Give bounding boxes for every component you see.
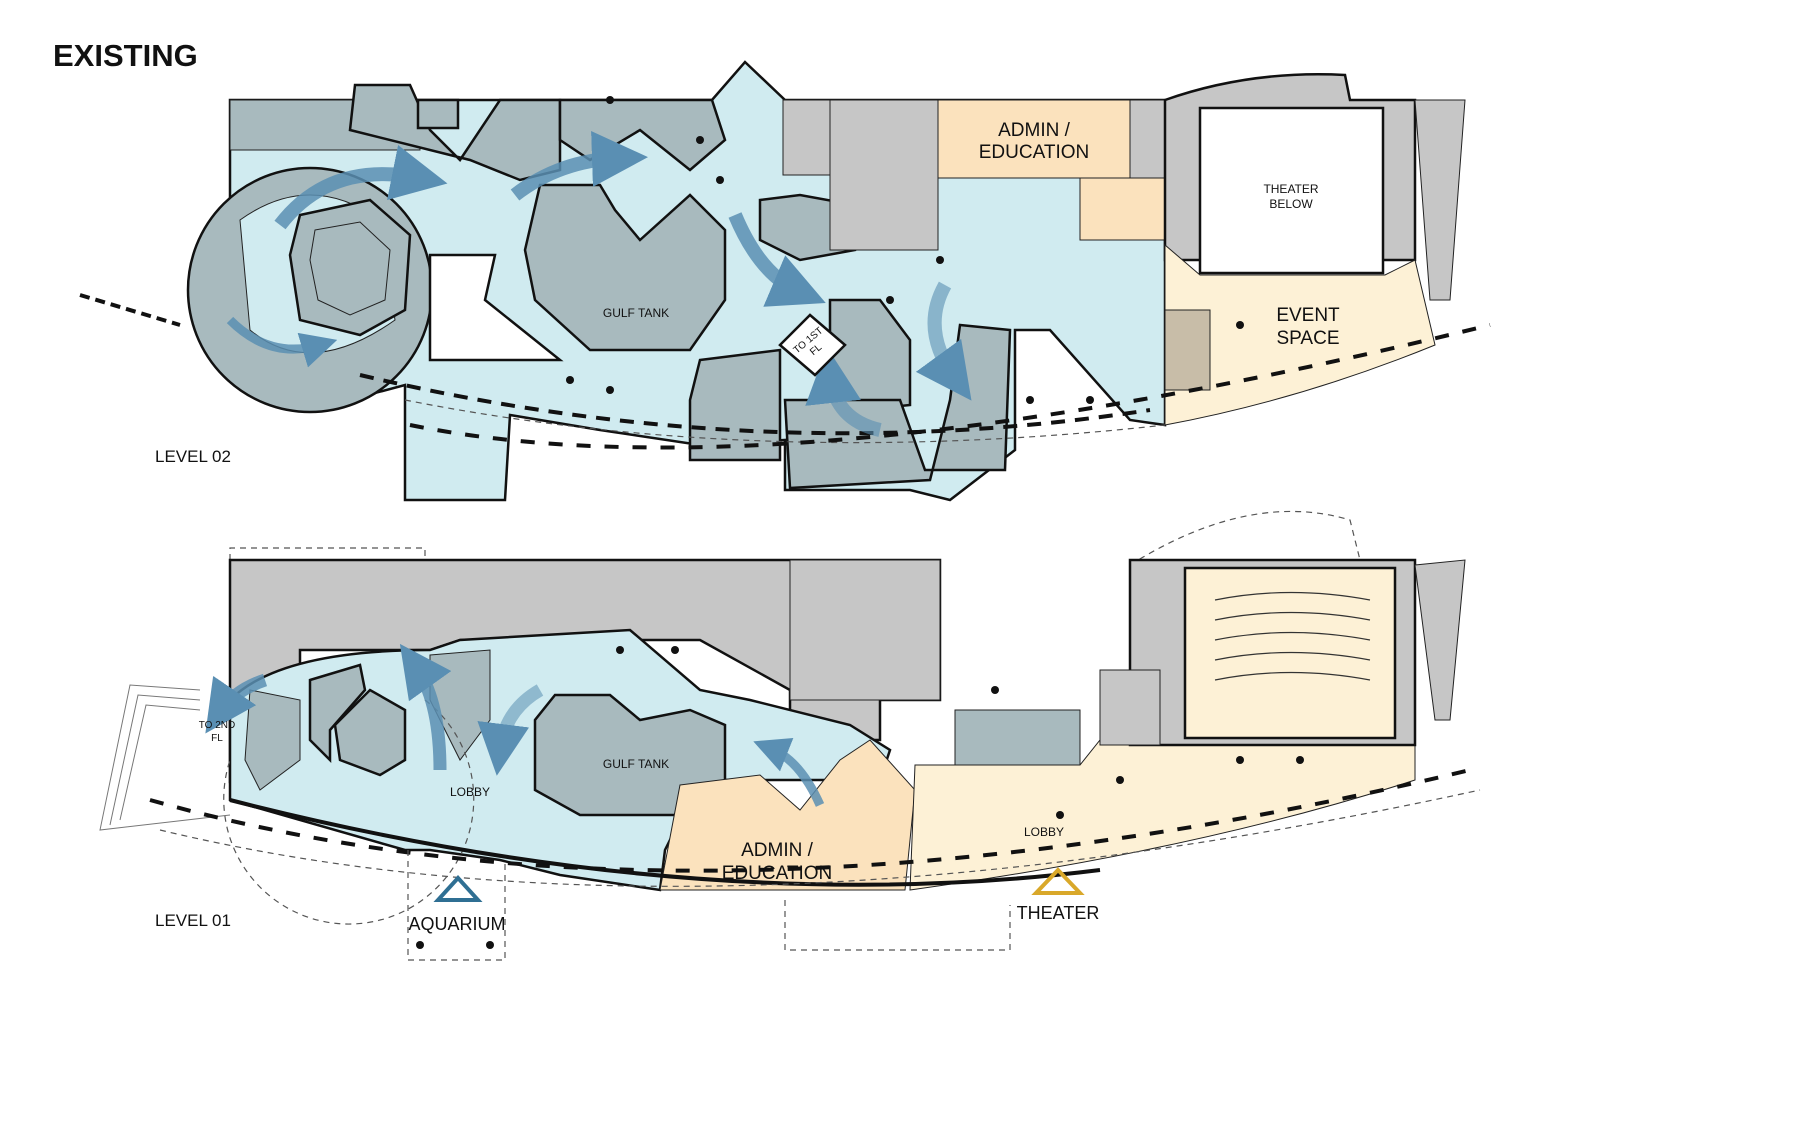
flow-arrow <box>728 212 826 307</box>
level-02-gulf-tank-label: GULF TANK <box>603 306 669 320</box>
level-02-atrium-void <box>428 253 564 362</box>
level-02-label: LEVEL 02 <box>155 447 231 466</box>
flow-arrow <box>205 673 268 734</box>
theater-entry-label: THEATER <box>1017 903 1100 923</box>
flow-arrow <box>274 145 448 230</box>
level-02-admin-label-1: ADMIN / <box>998 120 1071 141</box>
level-01-plan: LEVEL 01 ADMIN / EDUCATION GULF TANK TO … <box>99 510 1481 961</box>
level-02-admin-education <box>937 99 1131 179</box>
level-01-admin-education <box>659 739 916 891</box>
level-01-theater-lobby <box>909 739 1416 891</box>
level-01-flow-arrows <box>205 643 825 807</box>
theater-below-label-2: BELOW <box>1269 197 1313 211</box>
aquarium-lobby-label: LOBBY <box>450 785 490 799</box>
level-01-gulf-tank-label: GULF TANK <box>603 757 669 771</box>
theater-entry-triangle-icon <box>1031 867 1085 895</box>
level-02-event-space <box>1164 243 1436 426</box>
theater-below-label-1: THEATER <box>1263 182 1318 196</box>
flow-arrow <box>753 737 825 807</box>
event-space-label-1: EVENT <box>1276 305 1340 326</box>
flow-arrow <box>226 316 338 368</box>
level-01-admin-label-1: ADMIN / <box>741 840 814 861</box>
flow-arrow <box>510 130 648 201</box>
level-01-admin-label-2: EDUCATION <box>722 863 832 884</box>
to-second-floor-label-1: TO 2ND <box>199 720 236 731</box>
aquarium-entry-triangle-icon <box>433 875 483 902</box>
to-second-floor-label-2: FL <box>211 733 223 744</box>
event-space-label-2: SPACE <box>1276 328 1339 349</box>
aquarium-entry-label: AQUARIUM <box>408 914 505 934</box>
flow-arrow <box>805 347 882 437</box>
flow-arrow <box>399 643 452 771</box>
flow-arrow <box>477 684 544 776</box>
page-title: EXISTING <box>53 38 198 73</box>
level-02-flow-arrows <box>226 130 972 437</box>
level-02-plan: LEVEL 02 ADMIN / EDUCATION THEATER BELOW… <box>79 60 1491 502</box>
level-01-label: LEVEL 01 <box>155 911 231 930</box>
theater-lobby-label: LOBBY <box>1024 825 1064 839</box>
flow-arrow <box>915 281 972 401</box>
level-02-gulf-tank <box>523 183 727 352</box>
level-02-theater-below <box>1198 106 1385 275</box>
level-02-admin-label-2: EDUCATION <box>979 142 1089 163</box>
